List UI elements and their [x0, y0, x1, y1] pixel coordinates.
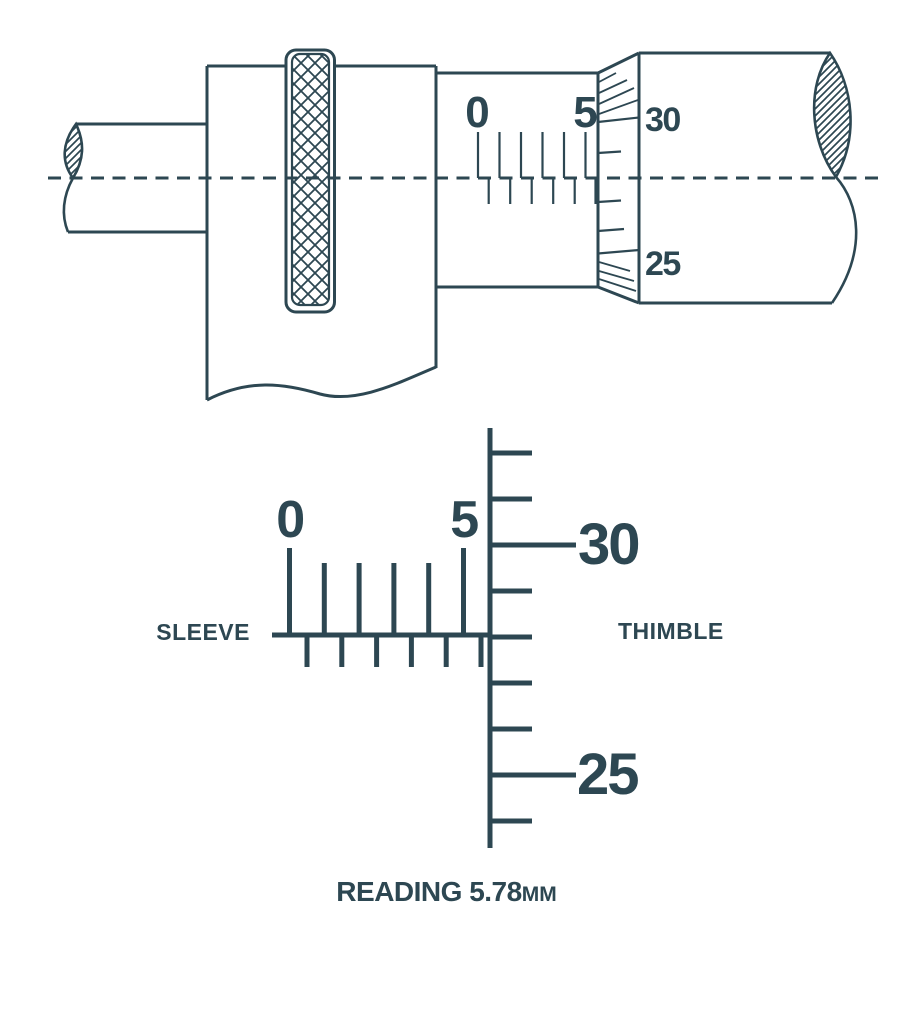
reading-value: READING 5.78 — [336, 876, 522, 907]
lock-ring-knurl — [284, 48, 336, 314]
spindle — [62, 121, 207, 234]
thimble-body — [639, 50, 858, 305]
frame-broken-edge — [206, 365, 437, 402]
bottom-thimble-number-25: 25 — [577, 742, 638, 807]
sleeve-label: SLEEVE — [156, 619, 250, 645]
thimble-bevel-shading — [598, 72, 639, 292]
thimble-bevel-ticks — [597, 116, 640, 255]
top-thimble-number-30: 30 — [645, 101, 680, 139]
reading-caption: READING 5.78MM — [0, 878, 893, 909]
thimble-label: THIMBLE — [618, 618, 724, 644]
top-sleeve-number-5: 5 — [573, 88, 597, 137]
spindle-break-hatch — [63, 121, 84, 181]
bottom-thimble-number-30: 30 — [578, 512, 639, 577]
bottom-thimble-scale — [487, 428, 576, 848]
top-thimble-number-25: 25 — [645, 245, 680, 283]
sleeve-scale-ticks — [476, 132, 597, 204]
top-sleeve-number-0: 0 — [465, 88, 488, 137]
bottom-sleeve-scale — [272, 548, 493, 667]
sleeve-barrel — [436, 71, 598, 289]
bottom-sleeve-number-5: 5 — [450, 491, 478, 549]
reading-unit: MM — [521, 883, 557, 906]
bottom-sleeve-number-0: 0 — [276, 491, 303, 549]
thimble-break-hatch — [812, 50, 852, 180]
